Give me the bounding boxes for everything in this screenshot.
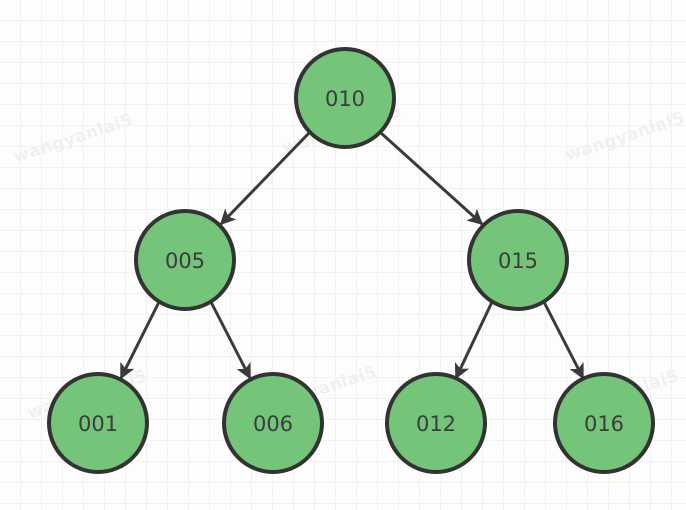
tree-edge-n010-to-n005: [219, 131, 311, 226]
node-circle-001[interactable]: [47, 372, 149, 474]
tree-edge-n010-to-n015: [379, 131, 484, 226]
node-circle-012[interactable]: [385, 372, 487, 474]
tree-edge-n005-to-n001: [119, 301, 161, 380]
node-circle-010[interactable]: [294, 47, 396, 149]
node-label-005: 005: [165, 249, 205, 273]
node-label-015: 015: [498, 249, 538, 273]
tree-edge-n015-to-n016: [542, 301, 585, 380]
node-label-012: 012: [416, 412, 456, 436]
nodes-group: 010 005 015 001 006 012 016: [47, 47, 655, 474]
tree-node-010[interactable]: 010: [294, 47, 396, 149]
node-circle-016[interactable]: [553, 372, 655, 474]
node-circle-006[interactable]: [222, 372, 324, 474]
node-label-006: 006: [253, 412, 293, 436]
tree-node-005[interactable]: 005: [134, 209, 236, 311]
node-circle-015[interactable]: [467, 209, 569, 311]
tree-node-016[interactable]: 016: [553, 372, 655, 474]
tree-edge-n005-to-n006: [209, 301, 252, 380]
tree-node-006[interactable]: 006: [222, 372, 324, 474]
node-circle-005[interactable]: [134, 209, 236, 311]
node-label-001: 001: [78, 412, 118, 436]
tree-edge-n015-to-n012: [454, 301, 494, 380]
tree-node-015[interactable]: 015: [467, 209, 569, 311]
tree-node-012[interactable]: 012: [385, 372, 487, 474]
node-label-010: 010: [325, 87, 365, 111]
tree-node-001[interactable]: 001: [47, 372, 149, 474]
edges-group: [119, 131, 585, 380]
node-label-016: 016: [584, 412, 624, 436]
